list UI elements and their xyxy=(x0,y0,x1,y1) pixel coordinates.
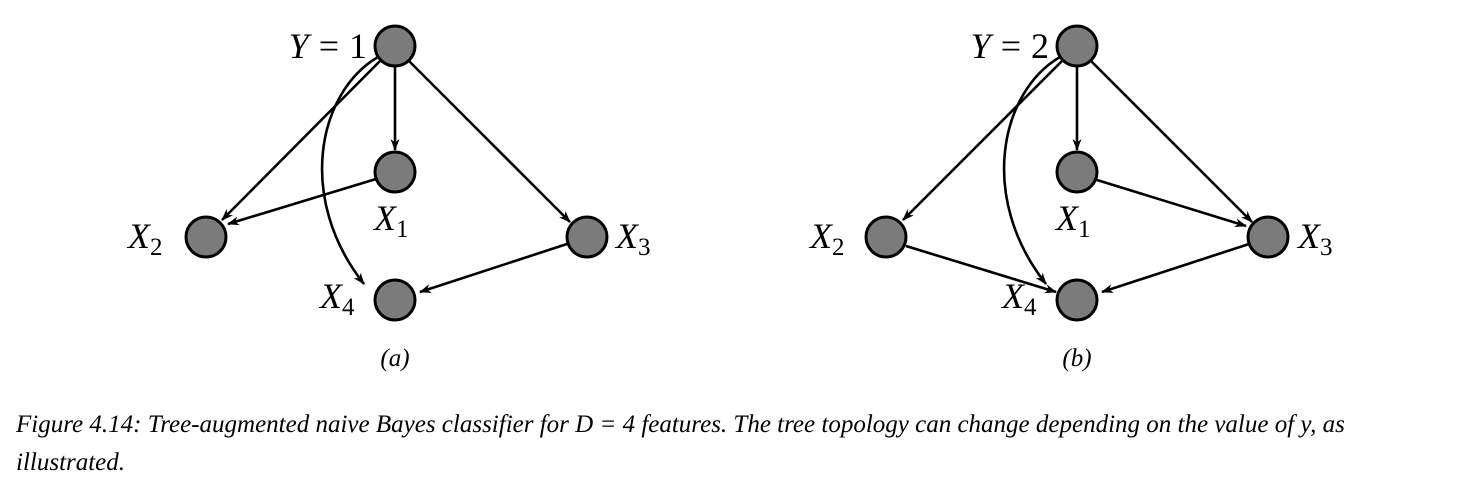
node-b-y xyxy=(1055,24,1099,68)
panel-b-edges xyxy=(902,55,1253,294)
edge-b-y-x4 xyxy=(1002,55,1061,285)
node-a-x1 xyxy=(373,150,417,194)
node-b-x4 xyxy=(1055,278,1099,322)
panel-a-edges xyxy=(221,55,571,294)
node-b-x1 xyxy=(1055,150,1099,194)
label-b-x2: X2 xyxy=(808,216,845,261)
panel-a-label: (a) xyxy=(380,345,409,372)
node-a-x3 xyxy=(565,215,609,259)
label-a-x4: X4 xyxy=(318,276,355,321)
edge-b-x3-x4 xyxy=(1101,242,1250,294)
label-b-x3: X3 xyxy=(1296,216,1333,261)
node-a-x4 xyxy=(373,278,417,322)
label-a-x3: X3 xyxy=(614,216,651,261)
panel-b: Y=2 X1 X2 X3 X4 (b) xyxy=(808,24,1333,372)
label-b-y: Y=2 xyxy=(971,26,1049,66)
edge-b-x1-x3 xyxy=(1096,178,1247,228)
label-b-x4: X4 xyxy=(1000,276,1037,321)
figure-caption: Figure 4.14: Tree-augmented naive Bayes … xyxy=(16,411,1345,476)
edge-b-y-x2 xyxy=(902,59,1064,221)
edge-b-y-x3 xyxy=(1090,60,1253,223)
edge-a-y-x4 xyxy=(320,55,379,285)
edge-a-y-x3 xyxy=(408,60,571,223)
edge-b-x2-x4 xyxy=(905,244,1057,294)
label-a-x2: X2 xyxy=(126,216,163,261)
node-b-x3 xyxy=(1246,215,1290,259)
node-a-y xyxy=(373,24,417,68)
label-a-x1: X1 xyxy=(372,198,409,243)
edge-a-x1-x2 xyxy=(227,177,377,226)
label-a-y: Y=1 xyxy=(289,26,367,66)
label-b-x1: X1 xyxy=(1054,198,1091,243)
tan-figure: Y=1 X1 X2 X3 X4 (a) xyxy=(126,24,1333,372)
edge-a-x3-x4 xyxy=(419,242,568,294)
panel-b-label: (b) xyxy=(1062,345,1091,372)
node-b-x2 xyxy=(864,215,908,259)
edge-a-y-x2 xyxy=(221,59,382,221)
panel-a: Y=1 X1 X2 X3 X4 (a) xyxy=(126,24,651,372)
node-a-x2 xyxy=(184,215,228,259)
